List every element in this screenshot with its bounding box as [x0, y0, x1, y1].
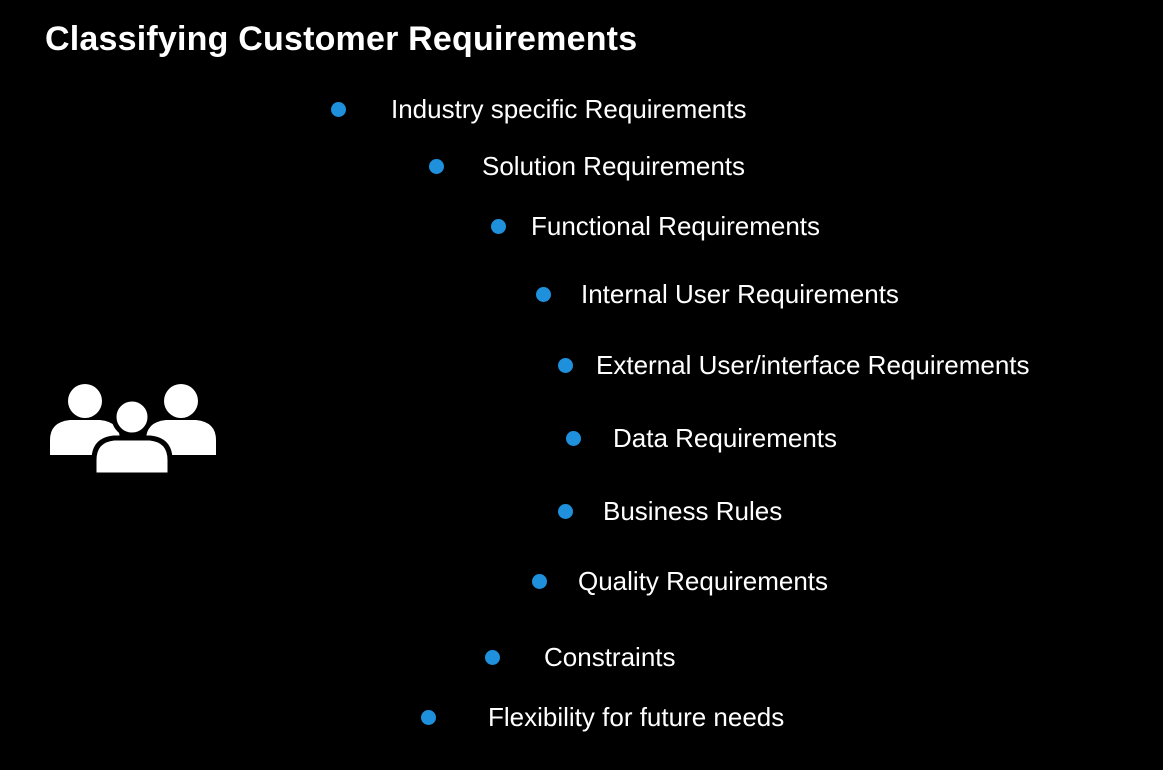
slide-title: Classifying Customer Requirements	[45, 20, 638, 58]
bullet-dot-icon	[491, 219, 506, 234]
item-label: Business Rules	[603, 496, 783, 526]
bullet-dot-icon	[429, 159, 444, 174]
bullet-dot-icon	[536, 287, 551, 302]
item-label: Constraints	[544, 642, 676, 672]
bullet-dot-icon	[421, 710, 436, 725]
bullet-dot-icon	[532, 574, 547, 589]
item-label: Flexibility for future needs	[488, 702, 785, 732]
item-label: Quality Requirements	[578, 566, 828, 596]
item-label: Industry specific Requirements	[391, 94, 747, 124]
bullet-dot-icon	[331, 102, 346, 117]
bullet-dot-icon	[558, 358, 573, 373]
people-group-icon	[50, 384, 216, 476]
item-label: Internal User Requirements	[581, 279, 899, 309]
item-label: Functional Requirements	[531, 211, 821, 241]
item-label: Solution Requirements	[482, 151, 746, 181]
bullet-dot-icon	[558, 504, 573, 519]
bullet-dot-icon	[485, 650, 500, 665]
item-label: Data Requirements	[613, 423, 837, 453]
bullet-dot-icon	[566, 431, 581, 446]
item-label: External User/interface Requirements	[596, 350, 1030, 380]
